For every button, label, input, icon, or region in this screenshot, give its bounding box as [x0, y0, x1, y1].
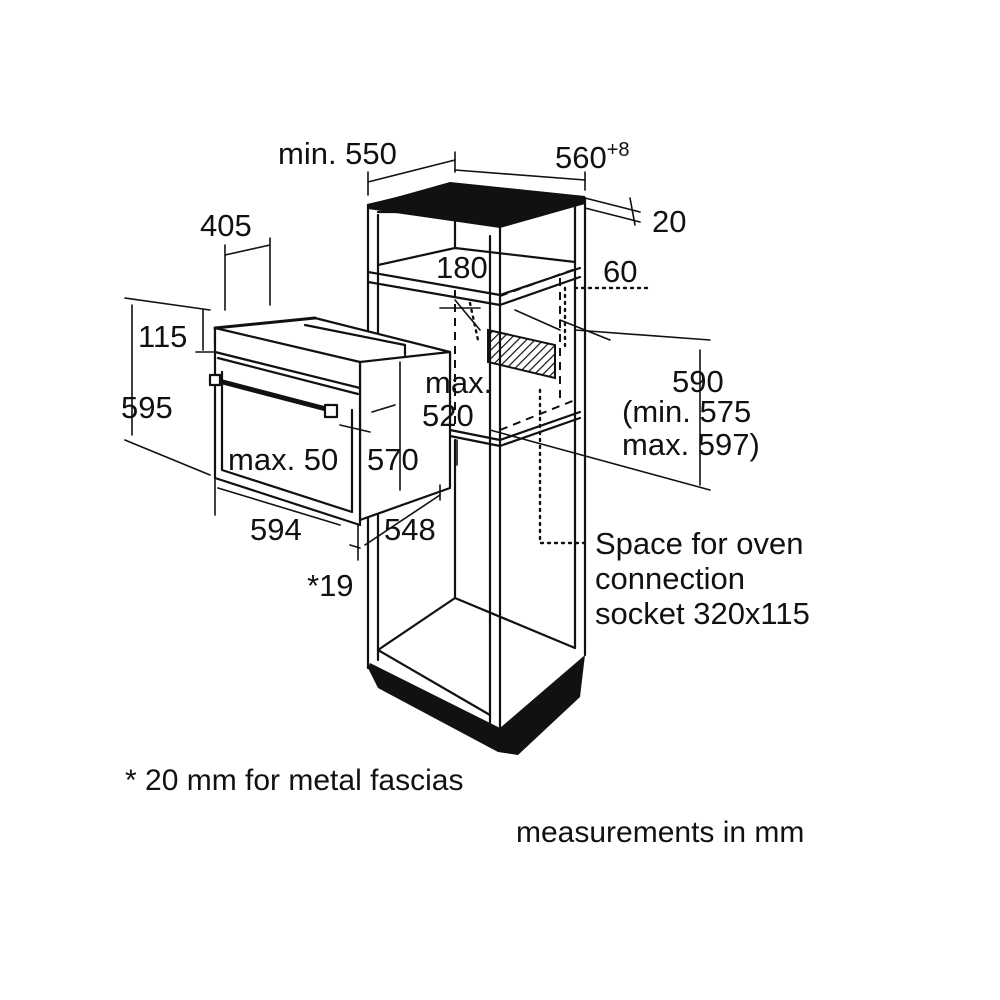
- oven-handle-end-left: [208, 373, 222, 387]
- label-19: *19: [307, 568, 354, 603]
- dim-405: [224, 244, 271, 256]
- label-560: 560+8: [555, 139, 630, 175]
- dim-548: [364, 494, 441, 546]
- socket-dotted-3: [468, 301, 480, 342]
- socket-hatched-area: [487, 328, 556, 380]
- label-405: 405: [200, 208, 252, 243]
- label-max: max.: [425, 365, 492, 400]
- dim-594: [217, 487, 341, 526]
- label-595: 595: [121, 390, 173, 425]
- label-180: 180: [436, 250, 488, 285]
- label-socket-line3: socket 320x115: [595, 596, 810, 631]
- dim-20-b: [584, 207, 641, 223]
- cabinet-bottom-back: [376, 596, 577, 652]
- notes: * 20 mm for metal fascias measurements i…: [125, 764, 804, 849]
- oven-door-inner: [220, 370, 354, 514]
- dim-20-a: [584, 197, 641, 213]
- label-520: 520: [422, 398, 474, 433]
- label-548: 548: [384, 512, 436, 547]
- oven-handle: [212, 377, 333, 413]
- oven-control-strip-2: [216, 356, 360, 396]
- dimension-lines: [124, 151, 711, 561]
- socket-leader-dotted: [538, 388, 592, 545]
- oven-control-strip: [213, 350, 362, 390]
- oven-handle-end-right: [323, 403, 339, 419]
- label-socket-line2: connection: [595, 561, 745, 596]
- labels: min. 550 560+8 20 405 180 60 115 595 max…: [121, 136, 810, 631]
- oven-front-panel: [213, 326, 362, 527]
- label-socket-line1: Space for oven: [595, 526, 804, 561]
- cabinet-oven-floor-2: [448, 416, 582, 448]
- label-max-597: max. 597): [622, 427, 760, 462]
- cabinet-rear-dashed-3: [499, 399, 576, 431]
- label-590: 590: [672, 364, 724, 399]
- oven-casing-lip: [303, 323, 407, 357]
- cabinet-top-slab: [368, 182, 585, 228]
- cabinet: [366, 182, 587, 755]
- socket-box: [468, 286, 652, 545]
- dim-560: [454, 169, 586, 181]
- cabinet-bottom-front: [376, 648, 492, 717]
- cabinet-oven-floor: [448, 410, 582, 442]
- cabinet-plinth: [368, 655, 585, 755]
- dim-60: [514, 309, 561, 331]
- note-units: measurements in mm: [516, 816, 804, 849]
- oven-top-edge: [213, 316, 317, 330]
- label-594: 594: [250, 512, 302, 547]
- label-20: 20: [652, 204, 686, 239]
- label-115: 115: [138, 319, 187, 354]
- dim-max50: [339, 424, 371, 433]
- label-min-550: min. 550: [278, 136, 397, 171]
- oven: [208, 316, 452, 527]
- note-metal-fascias: * 20 mm for metal fascias: [125, 764, 463, 797]
- label-min-575: (min. 575: [622, 394, 751, 429]
- cabinet-shelf-lower: [366, 275, 582, 307]
- label-max-50: max. 50: [228, 442, 338, 477]
- label-570: 570: [367, 442, 419, 477]
- dim-min550: [367, 159, 456, 183]
- label-60: 60: [603, 254, 637, 289]
